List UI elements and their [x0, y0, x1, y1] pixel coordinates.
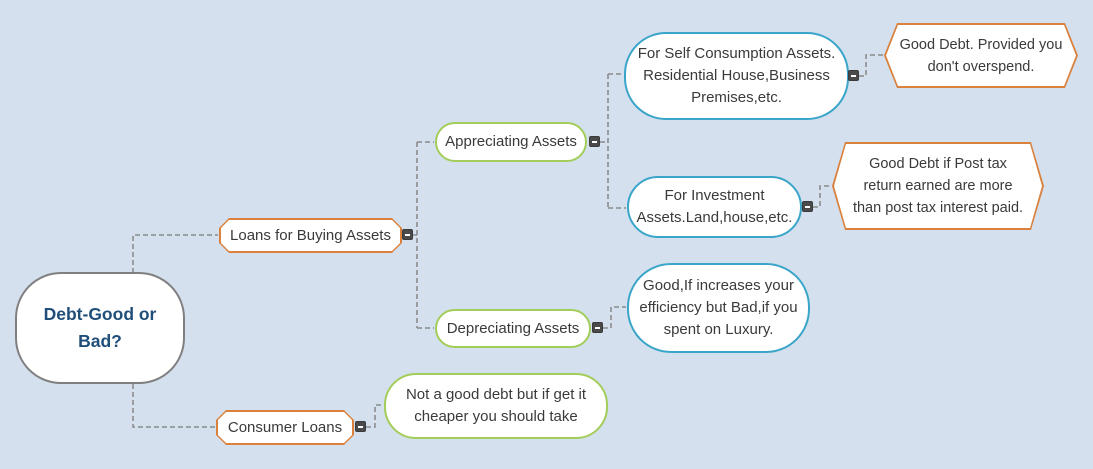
node-loans-for-buying-assets[interactable]: Loans for Buying Assets	[219, 218, 402, 253]
node-investment-assets[interactable]: For Investment Assets.Land,house,etc.	[627, 176, 802, 238]
connector-root-loans	[132, 234, 218, 273]
node-depreciating-assets[interactable]: Depreciating Assets	[435, 309, 591, 348]
root-node-debt-good-or-bad[interactable]: Debt-Good or Bad?	[15, 272, 185, 384]
collapse-marker-loans[interactable]	[402, 229, 413, 240]
node-consumer-loans[interactable]: Consumer Loans	[216, 410, 354, 445]
node-consumer-loans-note-label: Not a good debt but if get it cheaper yo…	[405, 386, 587, 425]
connector-loans-children	[413, 141, 434, 329]
node-depreciating-note-label: Good,If increases your efficiency but Ba…	[639, 277, 798, 338]
collapse-marker-self-consumption[interactable]	[848, 70, 859, 81]
connector-selfconsumption-callout	[859, 54, 883, 77]
node-appreciating-assets[interactable]: Appreciating Assets	[435, 122, 587, 162]
callout-good-debt-overspend-label: Good Debt. Provided you don't overspend.	[899, 36, 1063, 75]
connector-appreciating-children	[600, 73, 626, 209]
node-investment-assets-label: For Investment Assets.Land,house,etc.	[636, 187, 793, 226]
callout-good-debt-post-tax[interactable]: Good Debt if Post tax return earned are …	[832, 142, 1044, 230]
node-loans-for-buying-assets-label: Loans for Buying Assets	[230, 226, 391, 244]
node-consumer-loans-note[interactable]: Not a good debt but if get it cheaper yo…	[384, 373, 608, 439]
node-appreciating-assets-label: Appreciating Assets	[445, 133, 577, 150]
collapse-marker-depreciating[interactable]	[592, 322, 603, 333]
node-depreciating-assets-label: Depreciating Assets	[446, 319, 580, 337]
node-depreciating-note[interactable]: Good,If increases your efficiency but Ba…	[627, 263, 810, 353]
node-consumer-loans-label: Consumer Loans	[227, 418, 343, 436]
collapse-marker-appreciating[interactable]	[589, 136, 600, 147]
callout-good-debt-post-tax-label: Good Debt if Post tax return earned are …	[852, 156, 1024, 216]
node-self-consumption-assets[interactable]: For Self Consumption Assets. Residential…	[624, 32, 849, 120]
connector-depreciating-note	[603, 306, 626, 329]
collapse-marker-consumer[interactable]	[355, 421, 366, 432]
connector-consumer-note	[366, 404, 383, 428]
node-self-consumption-assets-label: For Self Consumption Assets. Residential…	[637, 45, 836, 106]
connector-root-consumer	[132, 384, 215, 428]
callout-good-debt-overspend[interactable]: Good Debt. Provided you don't overspend.	[884, 23, 1078, 88]
connector-investment-callout	[813, 185, 831, 208]
collapse-marker-investment[interactable]	[802, 201, 813, 212]
root-node-label: Debt-Good or Bad?	[43, 304, 157, 351]
